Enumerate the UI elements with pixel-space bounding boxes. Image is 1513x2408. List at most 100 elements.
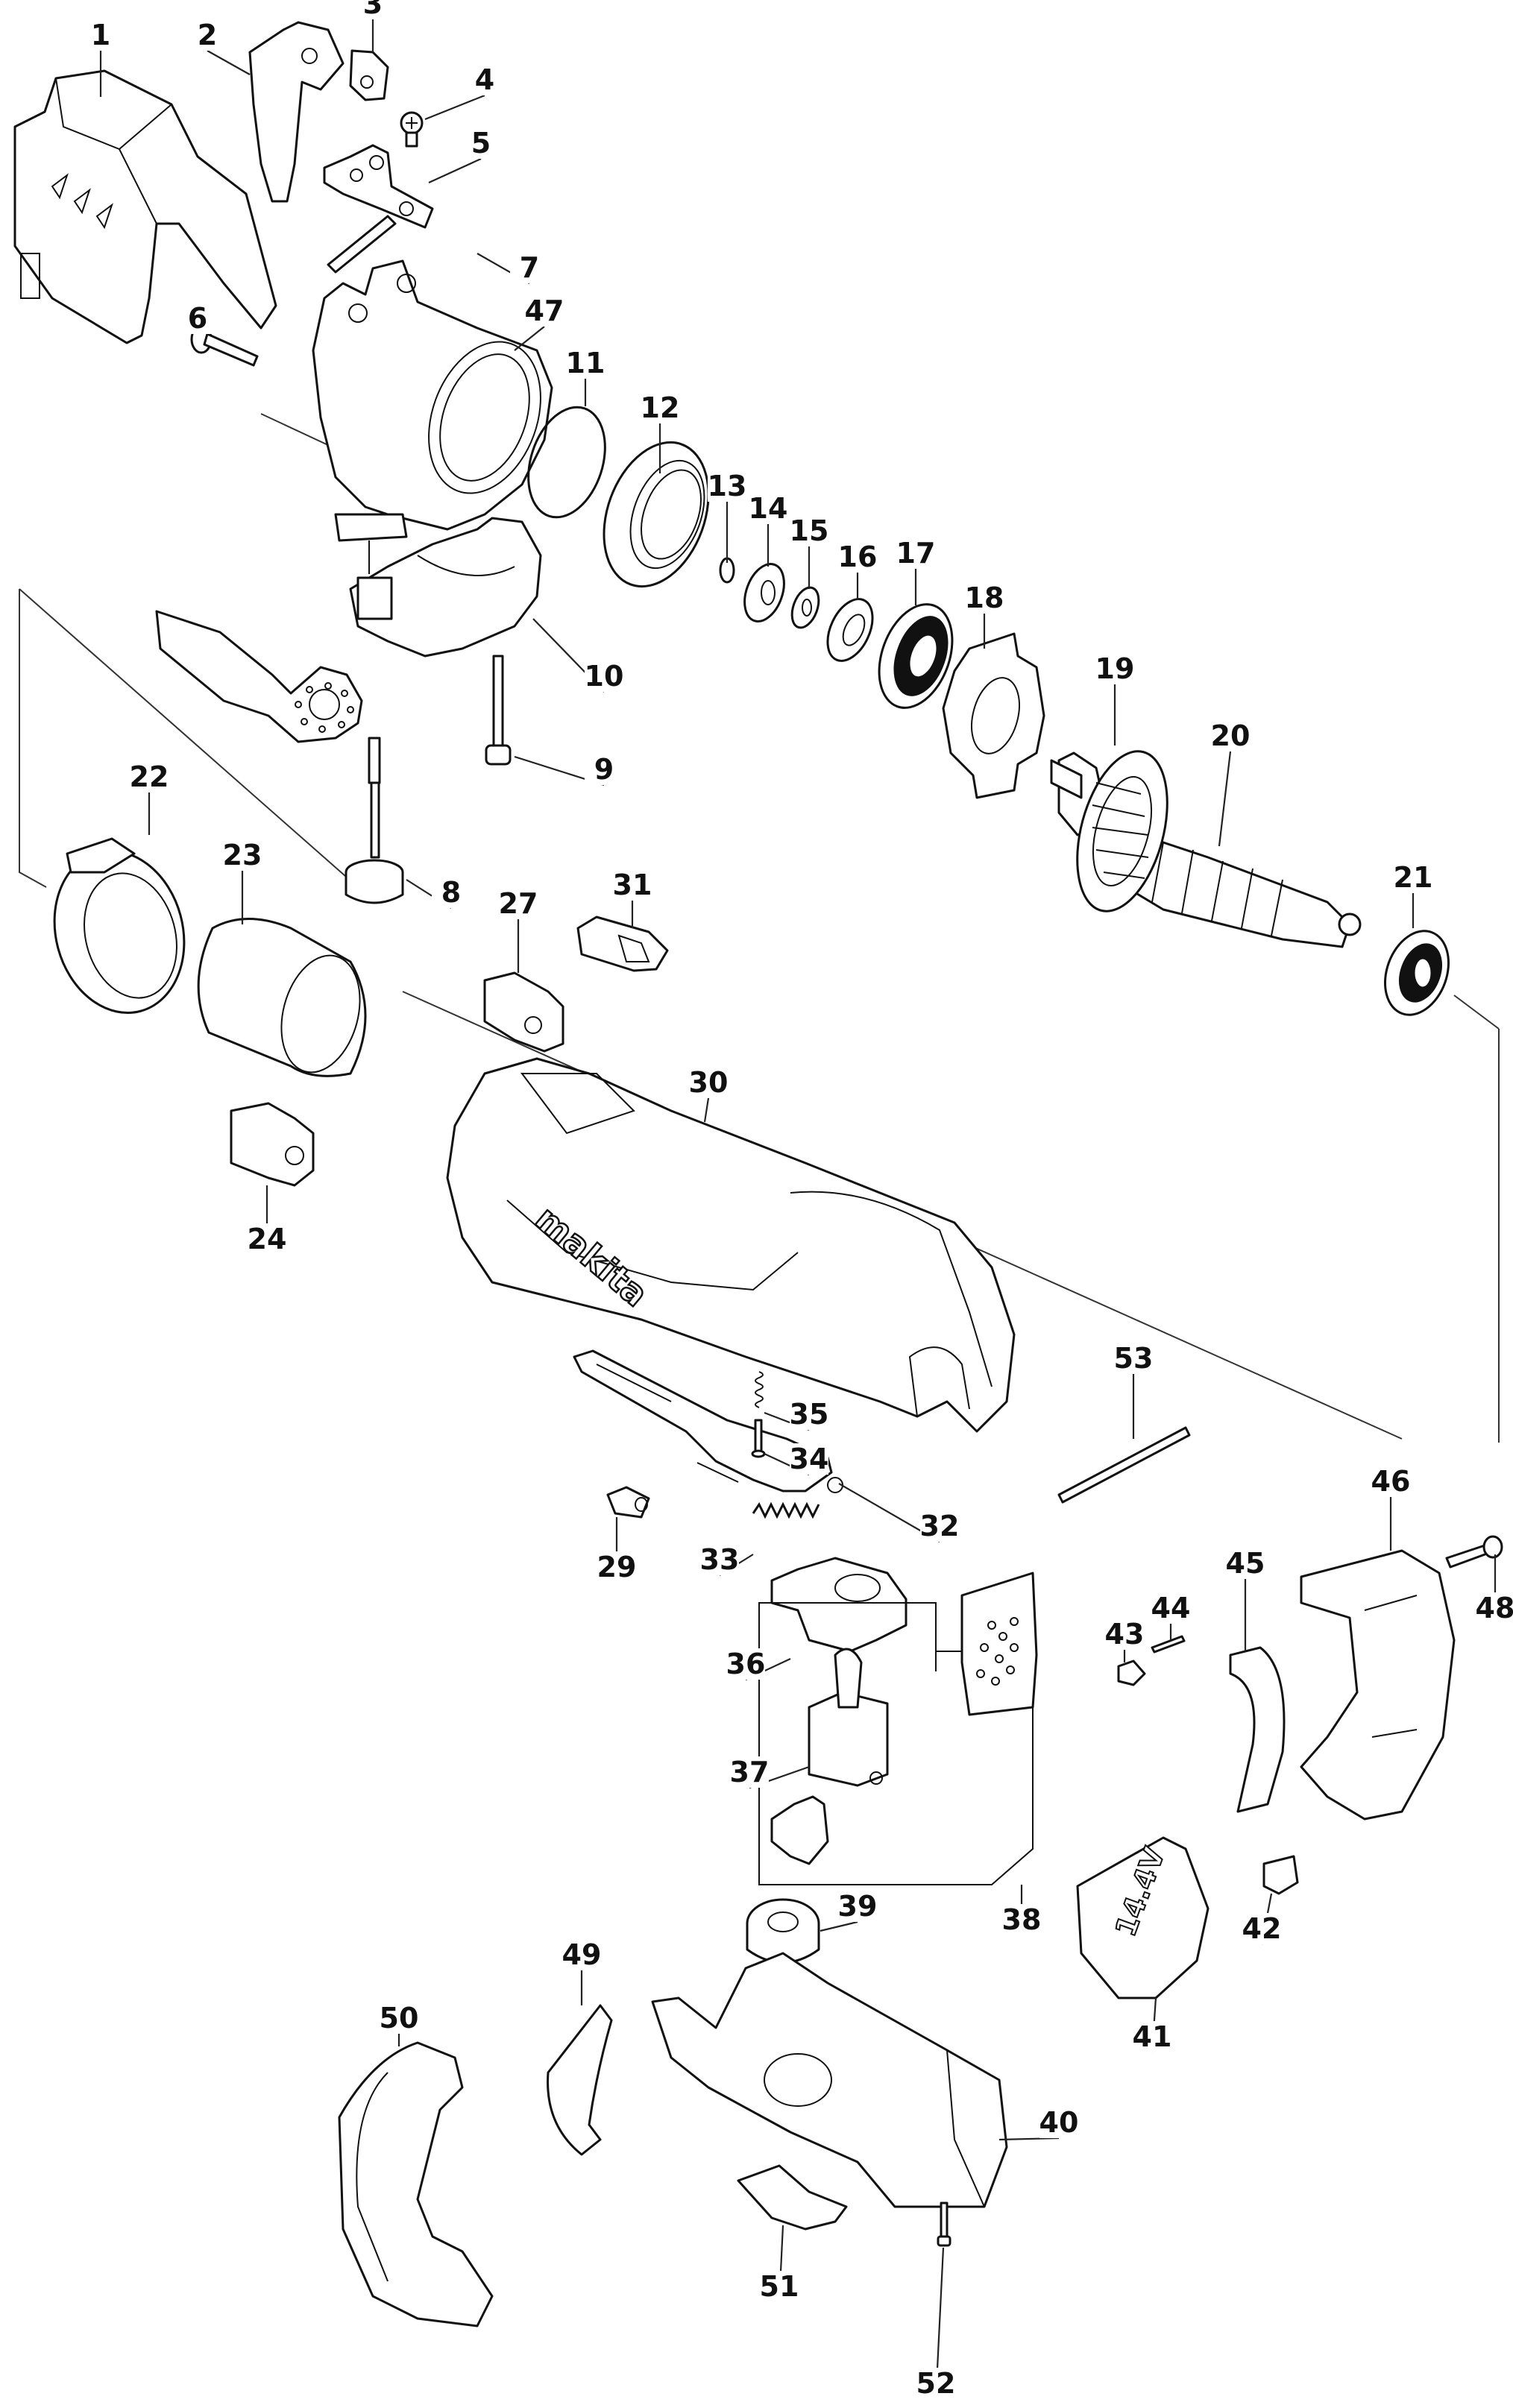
part-number-label: 11	[566, 347, 605, 379]
part-number-label: 44	[1151, 1592, 1191, 1624]
label-backing	[790, 1443, 828, 1475]
label-backing	[1114, 1343, 1153, 1374]
label-backing	[1226, 1548, 1265, 1579]
label-backing	[248, 1223, 286, 1255]
part-number-label: 38	[1002, 1903, 1042, 1936]
part-handle-housing	[651, 1952, 1008, 2208]
part-cover	[349, 517, 542, 658]
label-backing	[510, 252, 549, 283]
label-backing	[790, 515, 828, 546]
callout-compression-spring: 35	[764, 1398, 828, 1431]
callout-eccentric-bearing: 16	[838, 540, 877, 600]
label-backing	[525, 295, 564, 327]
part-lever	[248, 21, 345, 203]
callout-handle-housing: 40	[998, 2106, 1079, 2141]
part-number-label: 23	[223, 839, 262, 872]
part-number-label: 35	[790, 1398, 829, 1431]
part-bearing-sleeve	[743, 563, 785, 623]
label-backing	[838, 1891, 877, 1922]
label-backing	[896, 538, 935, 569]
part-number-label: 37	[730, 1756, 770, 1788]
part-number-label: 43	[1105, 1618, 1145, 1651]
part-number-label: 17	[896, 537, 936, 570]
part-number-label: 46	[1371, 1465, 1411, 1498]
callout-sponge: 53	[1114, 1342, 1153, 1439]
leader-line	[207, 50, 251, 75]
label-backing	[790, 1399, 828, 1430]
part-number-label: 47	[525, 294, 564, 327]
callout-dial: 39	[820, 1890, 877, 1932]
part-number-label: 40	[1039, 2106, 1079, 2139]
part-sponge	[1057, 1426, 1191, 1504]
part-number-label: 31	[613, 869, 652, 901]
callout-armature: 20	[1211, 719, 1250, 847]
part-rubber-ring	[603, 441, 710, 588]
part-spring-33	[752, 1501, 820, 1519]
part-number-label: 24	[248, 1223, 287, 1255]
label-backing	[749, 493, 787, 524]
label-backing	[916, 2368, 955, 2399]
label-backing	[1002, 1904, 1041, 1935]
callout-name-plate: 51	[760, 2225, 799, 2303]
part-number-label: 27	[499, 887, 538, 920]
callout-insulation-washer: 18	[965, 581, 1004, 649]
callout-pin: 7	[476, 251, 549, 284]
part-number-label: 8	[441, 876, 461, 909]
part-number-label: 49	[562, 1938, 602, 1971]
callout-ball-bearing: 17	[896, 537, 936, 605]
part-number-label: 30	[689, 1066, 729, 1099]
callout-retaining-ring: 13	[708, 470, 746, 563]
label-backing	[1133, 2021, 1171, 2052]
leader-line	[998, 2137, 1060, 2141]
callout-rear-cover: 50	[380, 2002, 418, 2046]
part-number-label: 6	[188, 302, 207, 335]
callout-switch-lever: 32	[838, 1483, 959, 1542]
label-backing	[920, 1510, 959, 1542]
part-switch	[808, 1648, 889, 1787]
callout-terminal-cover: 41	[1133, 1997, 1172, 2053]
callout-magnet: 43	[1105, 1618, 1145, 1662]
part-ball-bearing-21	[1383, 930, 1450, 1016]
label-backing	[81, 19, 120, 51]
part-handle-cover	[1300, 1549, 1456, 1821]
part-controller-assembly	[758, 1572, 1038, 1920]
part-bearing-retainer	[53, 837, 186, 1015]
part-number-label: 41	[1133, 2020, 1172, 2053]
callout-screw: 48	[1476, 1554, 1513, 1624]
label-backing	[1242, 1913, 1281, 1944]
part-number-label: 33	[700, 1543, 740, 1576]
part-ball-bearing-17	[878, 603, 954, 709]
part-eccentric-bearing	[826, 598, 874, 662]
part-rubber-grip-45	[1229, 1646, 1286, 1813]
part-number-label: 4	[475, 63, 494, 96]
callout-flat-washer: 15	[790, 514, 829, 589]
callout-slide-button: 31	[613, 869, 652, 928]
part-cam	[349, 49, 389, 101]
label-backing	[1394, 862, 1432, 893]
label-backing	[1151, 1592, 1190, 1624]
callout-cam: 3	[353, 0, 392, 52]
label-backing	[566, 347, 605, 379]
callout-plate: 5	[428, 127, 500, 184]
label-backing	[562, 1939, 601, 1970]
leader-line	[703, 1097, 710, 1123]
callout-gear-housing: 47	[514, 294, 564, 351]
part-plate	[323, 144, 434, 229]
part-screw-9	[485, 655, 512, 766]
part-number-label: 21	[1394, 861, 1433, 894]
part-number-label: 15	[790, 514, 829, 547]
callout-brush-holder: 24	[248, 1185, 287, 1255]
part-pin-34	[751, 1419, 766, 1458]
part-number-label: 9	[594, 753, 614, 786]
callout-pin: 34	[764, 1443, 828, 1475]
part-pin-44	[1151, 1635, 1186, 1654]
label-backing	[1476, 1592, 1513, 1624]
callout-lever: 2	[188, 19, 251, 75]
label-backing	[1095, 653, 1134, 684]
part-number-label: 1	[91, 19, 110, 51]
part-number-label: 10	[585, 660, 624, 693]
part-number-label: 52	[916, 2367, 956, 2400]
part-number-label: 36	[726, 1648, 766, 1680]
part-hook	[1262, 1855, 1299, 1895]
callout-front-cover: 1	[81, 19, 120, 97]
